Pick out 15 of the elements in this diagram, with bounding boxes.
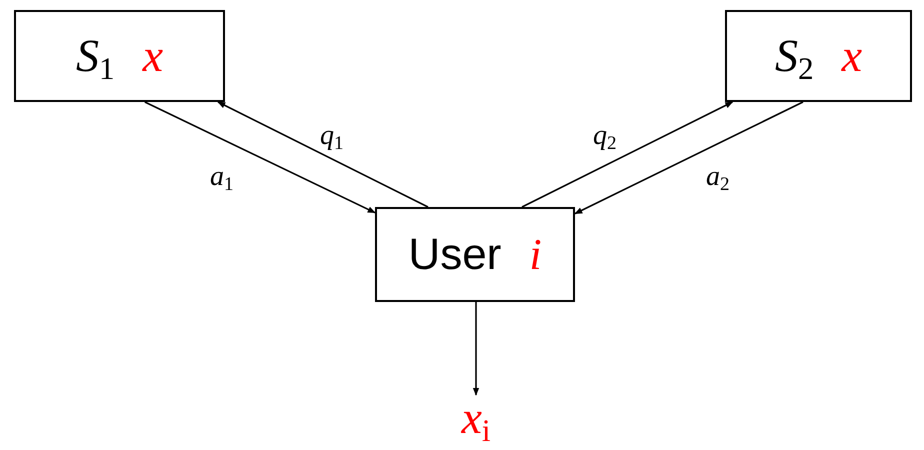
variable-label: x	[842, 33, 862, 79]
arrow	[144, 101, 376, 214]
node-label: User	[408, 232, 502, 276]
process-box	[375, 207, 575, 302]
arrow	[217, 101, 428, 208]
process-box	[14, 10, 225, 102]
arrow	[574, 101, 804, 214]
variable-label: x	[142, 33, 164, 79]
symbol-label: S$_{1}$	[76, 33, 115, 79]
arrow	[472, 302, 480, 396]
arrow	[522, 101, 734, 208]
variable-label: i	[529, 232, 542, 276]
symbol-label: S$_{2}$	[774, 33, 814, 79]
variable-label: x$_{i}$	[436, 395, 516, 450]
process-box	[725, 10, 912, 102]
